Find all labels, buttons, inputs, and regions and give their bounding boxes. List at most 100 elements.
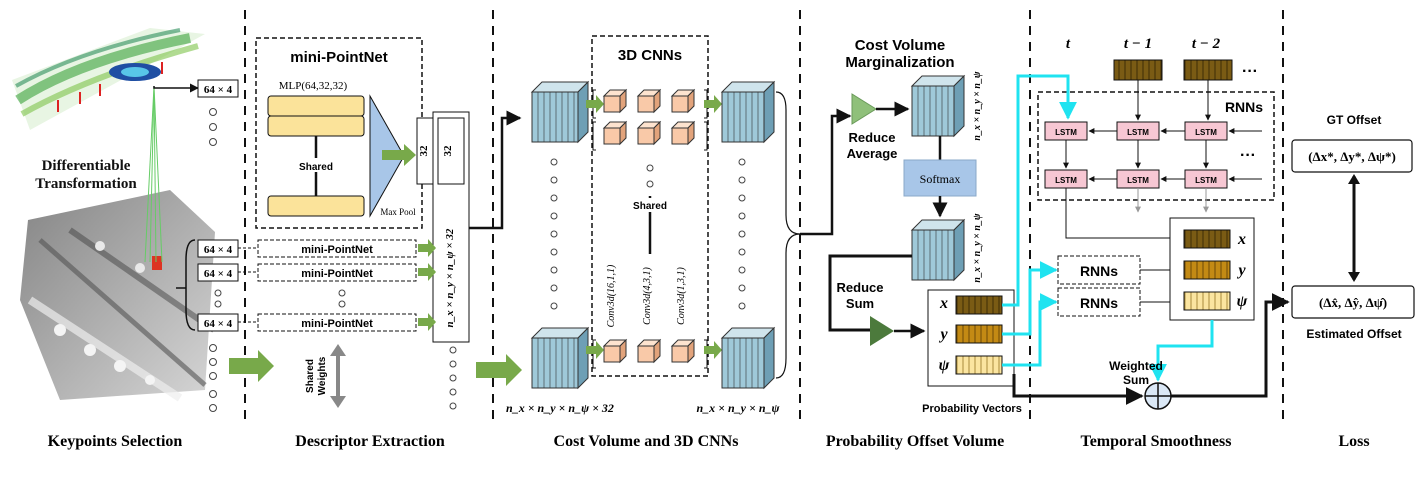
reduce-average-triangle — [851, 93, 877, 125]
marginalized-volume-top-dim: n_x × n_y × n_ψ — [972, 71, 983, 141]
mlp-layer-2 — [267, 115, 365, 137]
cnn-cubes-row-1 — [592, 88, 708, 119]
softmax-volume — [910, 218, 966, 282]
vec-x — [955, 295, 1003, 315]
lidar-point-cloud-image — [20, 190, 216, 402]
input-volume-dim: n_x × n_y × n_ψ × 32 — [506, 401, 614, 415]
smoothed-x-label: x — [1237, 231, 1246, 248]
history-vec-t2 — [1183, 59, 1233, 81]
diff-transform-label-2: Transformation — [35, 176, 137, 192]
stack-32-label: 32 — [442, 145, 454, 157]
time-t: t — [1066, 36, 1071, 52]
marginalization-title-2: Marginalization — [845, 54, 954, 71]
rnns-psi-label: RNNs — [1080, 295, 1118, 311]
maxpool-label: Max Pool — [380, 207, 416, 217]
vec-psi — [955, 355, 1003, 375]
caption-keypoints: Keypoints Selection — [48, 433, 183, 450]
reduce-average-label-2: Average — [847, 146, 898, 161]
caption-loss: Loss — [1338, 433, 1369, 450]
estimated-offset-box — [1291, 285, 1415, 319]
reduce-sum-label-1: Reduce — [837, 280, 884, 295]
smoothed-psi-label: ψ — [1237, 293, 1248, 310]
shared-label-1: Shared — [299, 162, 333, 173]
vec-y — [955, 324, 1003, 344]
loss-section: GT Offset (Δx*, Δy*, Δψ*) (Δx̂, Δŷ, Δψ̂)… — [1291, 113, 1415, 341]
temporal-section: t t − 1 t − 2 ··· RNNs LSTM LSTM LSTM LS… — [1002, 36, 1290, 410]
rnns-y-box — [1057, 255, 1141, 285]
lstm-2-3-label: LSTM — [1195, 176, 1217, 185]
probability-section: Cost Volume Marginalization Reduce Avera… — [800, 37, 1022, 415]
cnn-title: 3D CNNs — [618, 47, 682, 64]
softmax-volume-dim: n_x × n_y × n_ψ — [972, 213, 983, 283]
mlp-layer-3 — [267, 195, 365, 217]
mlp-label: MLP(64,32,32) — [279, 80, 348, 92]
gt-offset-title: GT Offset — [1327, 113, 1382, 127]
softmax-label: Softmax — [920, 172, 961, 186]
caption-prob: Probability Offset Volume — [826, 433, 1004, 450]
vec-x-label: x — [939, 295, 948, 312]
mini-pointnet-row-2 — [257, 263, 417, 282]
cnn-shared-label: Shared — [633, 201, 667, 212]
mini-pointnet-title: mini-PointNet — [290, 49, 388, 66]
dim-box-3-label: 64 × 4 — [204, 318, 233, 330]
dim-box-top — [197, 79, 239, 98]
conv3-label: Conv3d(1,3,1) — [676, 266, 687, 324]
cnn-cubes-row-2 — [592, 120, 708, 151]
dim-box-1-label: 64 × 4 — [204, 244, 233, 256]
history-dots: ··· — [1242, 63, 1258, 80]
caption-cost: Cost Volume and 3D CNNs — [554, 433, 739, 450]
vec-psi-label: ψ — [939, 357, 950, 374]
smoothed-vec-y — [1183, 260, 1231, 280]
lstm-2-2-label: LSTM — [1127, 176, 1149, 185]
lstm-dots: ··· — [1240, 147, 1256, 164]
smoothed-y-label: y — [1236, 262, 1246, 279]
cnn-box — [591, 35, 709, 377]
rnns-box — [1037, 91, 1275, 201]
reduce-sum-label-2: Sum — [846, 296, 874, 311]
map-point-cloud-image — [12, 28, 205, 130]
weighted-sum-label-2: Sum — [1123, 373, 1149, 387]
shared-weights-label-1: Shared — [305, 359, 316, 393]
mini-pointnet-row-2-label: mini-PointNet — [301, 268, 373, 280]
mini-pointnet-row-3 — [257, 313, 417, 332]
weighted-sum-label-1: Weighted — [1109, 359, 1163, 373]
lstm-1-3-label: LSTM — [1195, 128, 1217, 137]
history-vec-t1 — [1113, 59, 1163, 81]
estimated-offset-title: Estimated Offset — [1306, 327, 1401, 341]
cost-volume-section: n_x × n_y × n_ψ × 32 3D CNNs Shared Conv… — [469, 35, 801, 415]
marginalized-volume-top — [910, 74, 966, 138]
reduce-average-label-1: Reduce — [849, 130, 896, 145]
stack-dim-label: n_x × n_y × n_ψ × 32 — [444, 228, 456, 327]
gt-offset-value: (Δx*, Δy*, Δψ*) — [1308, 149, 1396, 164]
section-dividers — [244, 10, 1284, 420]
smoothed-vec-x — [1183, 229, 1231, 249]
vec-y-label: y — [938, 326, 948, 343]
output-volume-dim: n_x × n_y × n_ψ — [696, 401, 780, 415]
transform-rays — [144, 85, 163, 263]
shared-weights-label-2: Weights — [317, 356, 328, 395]
estimated-offset-value: (Δx̂, Δŷ, Δψ̂) — [1319, 295, 1387, 310]
rnns-psi-box — [1057, 287, 1141, 317]
smoothed-vec-psi — [1183, 291, 1231, 311]
descriptor-32-label: 32 — [418, 145, 430, 157]
keypoints-section: Differentiable Transformation 64 × 4 64 … — [12, 28, 274, 412]
lstm-2-1-label: LSTM — [1055, 176, 1077, 185]
conv1-label: Conv3d(16,1,1) — [606, 264, 617, 327]
mini-pointnet-row-1-label: mini-PointNet — [301, 244, 373, 256]
output-cost-volume-top — [720, 80, 776, 144]
softmax-box — [903, 159, 977, 197]
big-green-arrow-1 — [229, 350, 274, 382]
gt-offset-box — [1291, 139, 1413, 173]
marginalization-title-1: Cost Volume — [855, 37, 946, 54]
section-captions: Keypoints Selection Descriptor Extractio… — [48, 433, 1370, 450]
caption-descriptor: Descriptor Extraction — [295, 433, 445, 450]
cnn-cubes-row-3 — [592, 338, 708, 369]
probability-vectors-label: Probability Vectors — [922, 403, 1022, 415]
input-cost-volume-top — [530, 80, 590, 144]
output-cost-volume-bottom — [720, 326, 776, 390]
rnns-y-label: RNNs — [1080, 263, 1118, 279]
input-cost-volume-bottom — [530, 326, 590, 390]
caption-temporal: Temporal Smoothness — [1081, 433, 1232, 450]
time-t2: t − 2 — [1192, 36, 1221, 52]
